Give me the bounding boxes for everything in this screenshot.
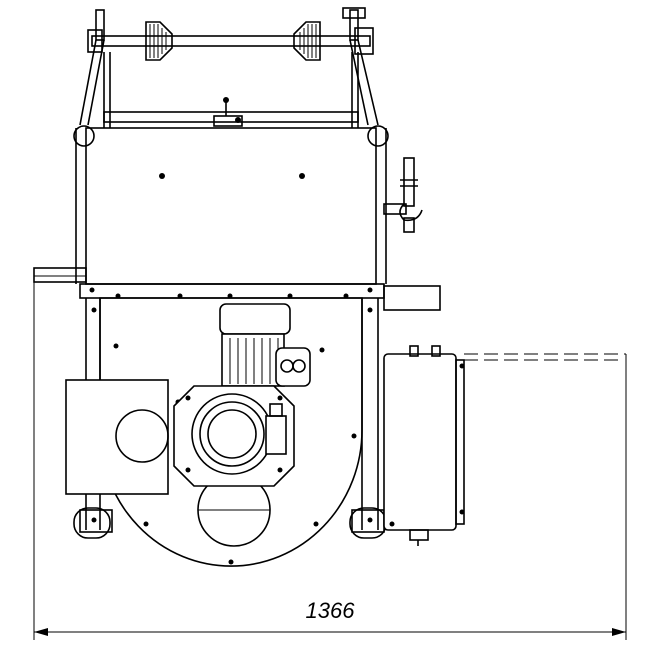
inlet-box	[65, 379, 169, 495]
brush-left	[145, 21, 173, 61]
top-rod-assembly	[79, 7, 379, 128]
brush-right	[293, 21, 321, 61]
control-box	[383, 345, 465, 546]
valve-fitting	[383, 157, 423, 233]
upper-body-plate	[73, 125, 389, 285]
left-bracket	[33, 267, 87, 283]
pump-housing	[173, 385, 295, 487]
right-bracket	[383, 285, 441, 311]
motor	[219, 303, 311, 387]
dimension-label: 1366	[306, 598, 356, 623]
dashed-projection	[464, 353, 626, 361]
dimension-1366: 1366	[33, 282, 627, 640]
